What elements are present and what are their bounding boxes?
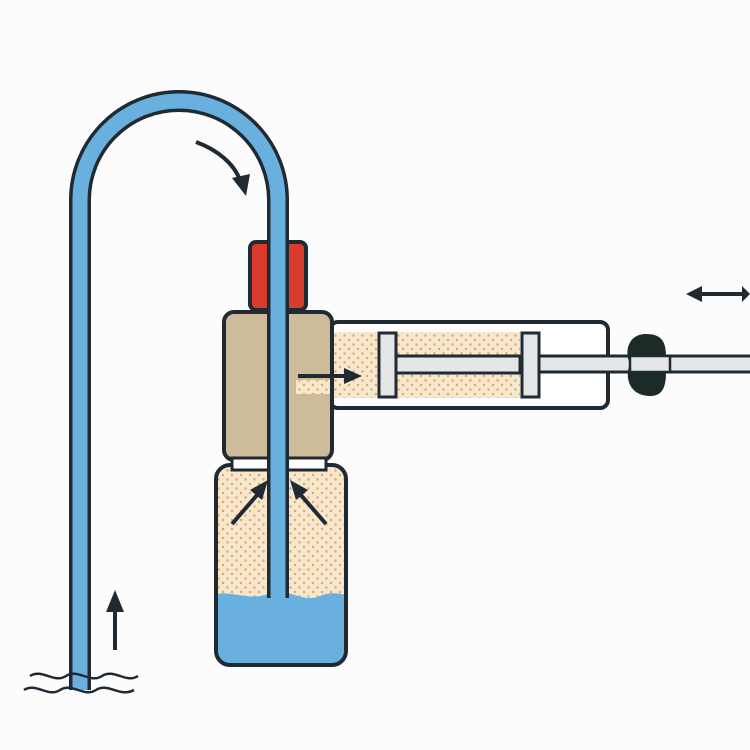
water-waves [23,672,139,694]
inflow-left-arrow [230,480,268,526]
curve-arrow [195,140,250,196]
inflow-right-arrow [290,480,328,526]
outflow-arrow [298,368,362,384]
tube [69,90,289,690]
up-arrow [106,590,124,650]
stroke-double-arrow [686,286,750,302]
bottle [214,463,348,667]
piston-rod-through-grip [628,354,672,374]
plunger [377,331,541,399]
